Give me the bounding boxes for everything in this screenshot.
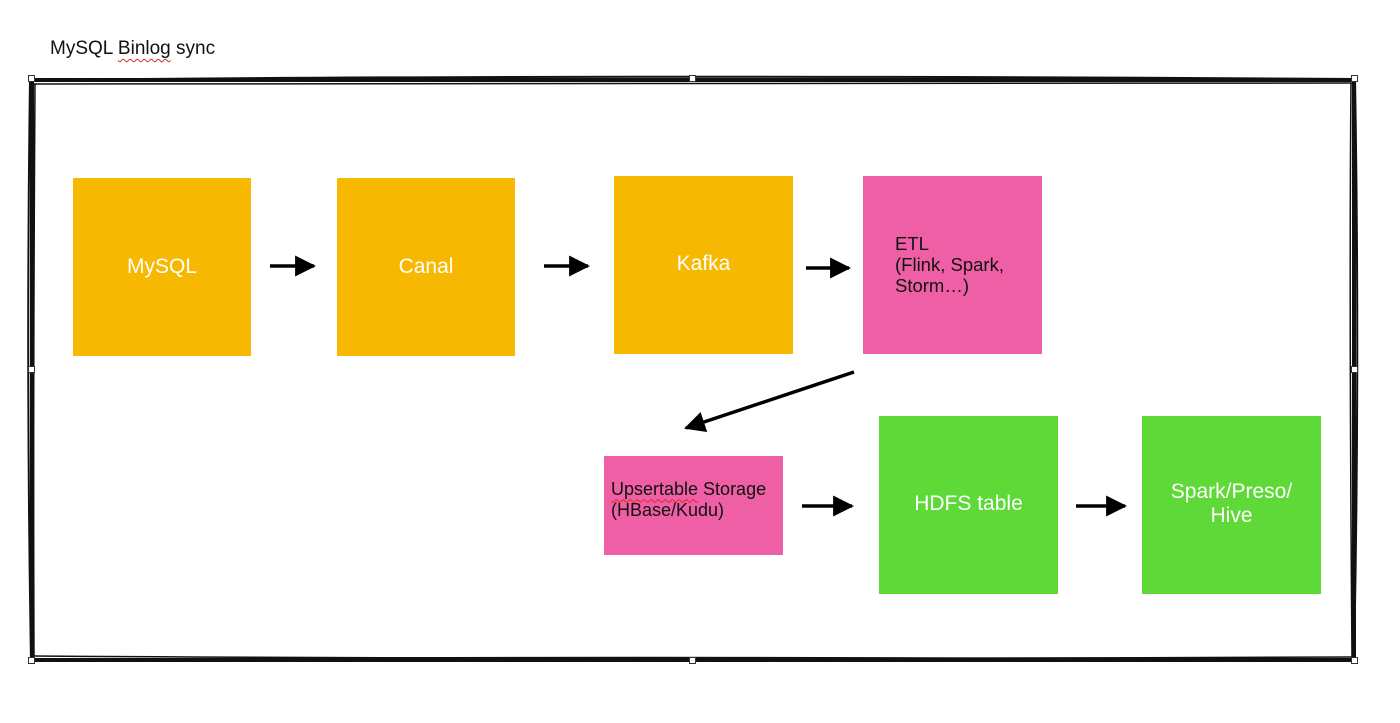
node-kafka[interactable]: Kafka (614, 176, 793, 354)
resize-handle-top-right[interactable] (1351, 75, 1358, 82)
node-upsertable-storage-line-2: (HBase/Kudu) (611, 499, 725, 520)
node-upsertable-storage[interactable]: Upsertable Storage (HBase/Kudu) (604, 456, 783, 555)
node-kafka-label: Kafka (676, 251, 731, 275)
node-upsertable-storage-line-1-rest: Storage (698, 478, 767, 499)
resize-handle-middle-left[interactable] (28, 366, 35, 373)
node-hdfs-table-label: HDFS table (914, 491, 1023, 515)
resize-handle-top-center[interactable] (689, 75, 696, 82)
resize-handle-bottom-center[interactable] (689, 657, 696, 664)
node-query-engines-text: Spark/Preso/ Hive (1171, 480, 1292, 528)
node-upsertable-storage-text: Upsertable Storage (HBase/Kudu) (611, 479, 766, 521)
node-upsertable-storage-flagged-word: Upsertable (611, 478, 699, 499)
caption-text-before: MySQL (50, 38, 118, 59)
resize-handle-bottom-right[interactable] (1351, 657, 1358, 664)
node-canal-label: Canal (398, 255, 454, 278)
node-query-engines-line-2: Hive (1210, 503, 1253, 527)
resize-handle-middle-right[interactable] (1351, 366, 1358, 373)
node-etl-line-2: (Flink, Spark, (895, 253, 1004, 275)
arrow-etl-to-upsertable-storage (684, 370, 855, 432)
node-etl[interactable]: ETL (Flink, Spark, Storm…) (863, 176, 1042, 354)
node-hdfs-table[interactable]: HDFS table (879, 416, 1058, 594)
node-query-engines-line-1: Spark/Preso/ (1170, 479, 1293, 503)
node-mysql[interactable]: MySQL (73, 178, 251, 356)
node-etl-line-3: Storm…) (895, 274, 969, 296)
caption-text-after: sync (170, 38, 216, 59)
node-query-engines[interactable]: Spark/Preso/ Hive (1142, 416, 1321, 594)
caption-flagged-word: Binlog (117, 38, 171, 59)
node-canal[interactable]: Canal (337, 178, 515, 356)
node-etl-text: ETL (Flink, Spark, Storm…) (895, 233, 1004, 296)
resize-handle-top-left[interactable] (28, 75, 35, 82)
node-upsertable-storage-line-1: Upsertable Storage (611, 479, 766, 500)
node-mysql-label: MySQL (126, 255, 197, 278)
diagram-caption: MySQL Binlog sync (50, 38, 215, 60)
resize-handle-bottom-left[interactable] (28, 657, 35, 664)
node-etl-line-1: ETL (895, 232, 929, 254)
